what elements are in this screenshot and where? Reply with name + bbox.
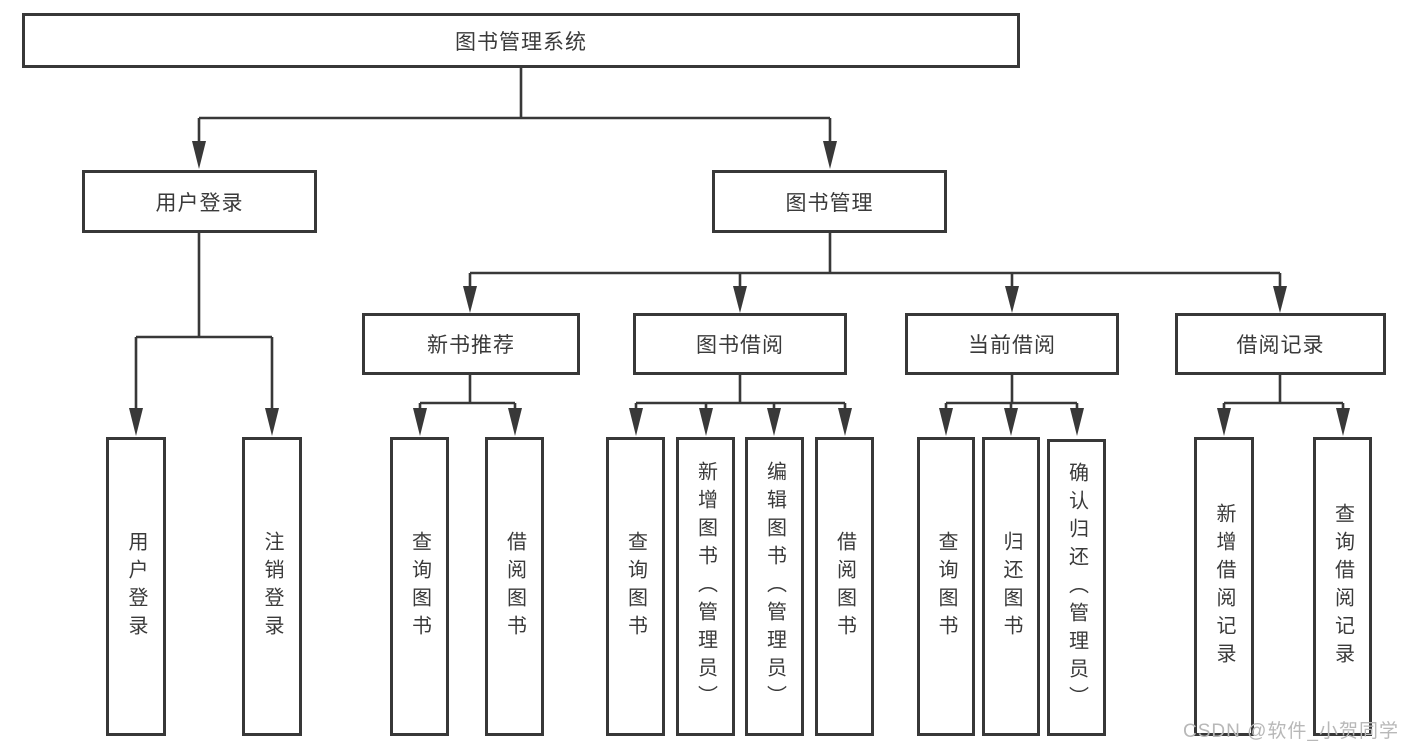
node-leaf-return-books: 归还图书 [982,437,1040,736]
arrow-leaf-8 [838,408,852,436]
node-label: 新增借阅记录 [1213,502,1235,671]
node-label: 当前借阅 [968,334,1056,357]
node-label: 图书借阅 [696,334,784,357]
node-label: 新增图书（管理员） [694,460,717,713]
arrow-leaf-9 [939,408,953,436]
node-leaf-query-books-borrow: 查询图书 [606,437,665,736]
node-leaf-borrow-books-recommend: 借阅图书 [485,437,544,736]
arrow-leaf-4 [508,408,522,436]
arrow-leaf-6 [699,408,713,436]
connector-root-to-level2 [197,68,832,143]
connector-user-login-children [134,233,274,410]
connector-book-management-children [468,233,1282,288]
node-book-management: 图书管理 [712,170,947,233]
arrow-to-user-login [192,141,206,169]
node-current-borrow: 当前借阅 [905,313,1119,375]
arrow-leaf-11 [1070,408,1084,436]
csdn-watermark: CSDN @软件_小贺同学 [1183,721,1399,742]
node-leaf-query-borrow-record: 查询借阅记录 [1313,437,1372,736]
node-label: 借阅图书 [503,530,526,643]
arrow-leaf-5 [629,408,643,436]
node-label: 查询图书 [408,530,431,643]
node-label: 查询借阅记录 [1331,502,1354,671]
arrow-leaf-3 [413,408,427,436]
node-label: 用户登录 [155,191,244,215]
node-root-library-system: 图书管理系统 [22,13,1020,68]
node-label: 图书管理 [785,191,874,215]
node-leaf-add-books-admin: 新增图书（管理员） [676,437,735,736]
node-leaf-edit-books-admin: 编辑图书（管理员） [745,437,804,736]
node-user-login: 用户登录 [82,170,317,233]
node-leaf-query-books-current: 查询图书 [917,437,975,736]
node-label: 注销登录 [261,530,283,643]
node-new-book-recommend: 新书推荐 [362,313,580,375]
node-label: 用户登录 [125,530,147,643]
node-label: 编辑图书（管理员） [763,460,786,713]
arrow-leaf-1 [129,408,143,436]
node-label: 图书管理系统 [455,30,587,54]
arrow-leaf-2 [265,408,279,436]
arrow-leaf-10 [1004,408,1018,436]
arrow-leaf-12 [1217,408,1231,436]
node-leaf-user-login: 用户登录 [106,437,166,736]
node-label: 借阅图书 [833,530,856,643]
arrow-to-new-book-recommend [463,286,477,313]
arrowheads [129,141,1350,436]
node-label: 查询图书 [935,530,957,643]
arrow-leaf-13 [1336,408,1350,436]
arrow-to-borrow-records [1273,286,1287,313]
node-leaf-confirm-return-admin: 确认归还（管理员） [1047,439,1106,736]
connector-current-borrow-children [944,375,1079,410]
node-label: 归还图书 [1000,530,1022,643]
node-label: 确认归还（管理员） [1065,461,1088,714]
connector-borrow-records-children [1222,375,1345,410]
node-label: 查询图书 [624,530,647,643]
arrow-to-book-borrow [733,286,747,313]
arrow-leaf-7 [767,408,781,436]
node-leaf-borrow-books: 借阅图书 [815,437,874,736]
arrow-to-current-borrow [1005,286,1019,313]
node-label: 借阅记录 [1236,334,1325,357]
node-book-borrow: 图书借阅 [633,313,847,375]
node-leaf-logout: 注销登录 [242,437,302,736]
node-leaf-query-books-recommend: 查询图书 [390,437,449,736]
node-borrow-records: 借阅记录 [1175,313,1386,375]
connector-book-borrow-children [634,375,847,410]
node-leaf-add-borrow-record: 新增借阅记录 [1194,437,1254,736]
node-label: 新书推荐 [427,334,515,357]
connector-new-book-recommend-children [418,375,517,410]
arrow-to-book-management [823,141,837,169]
